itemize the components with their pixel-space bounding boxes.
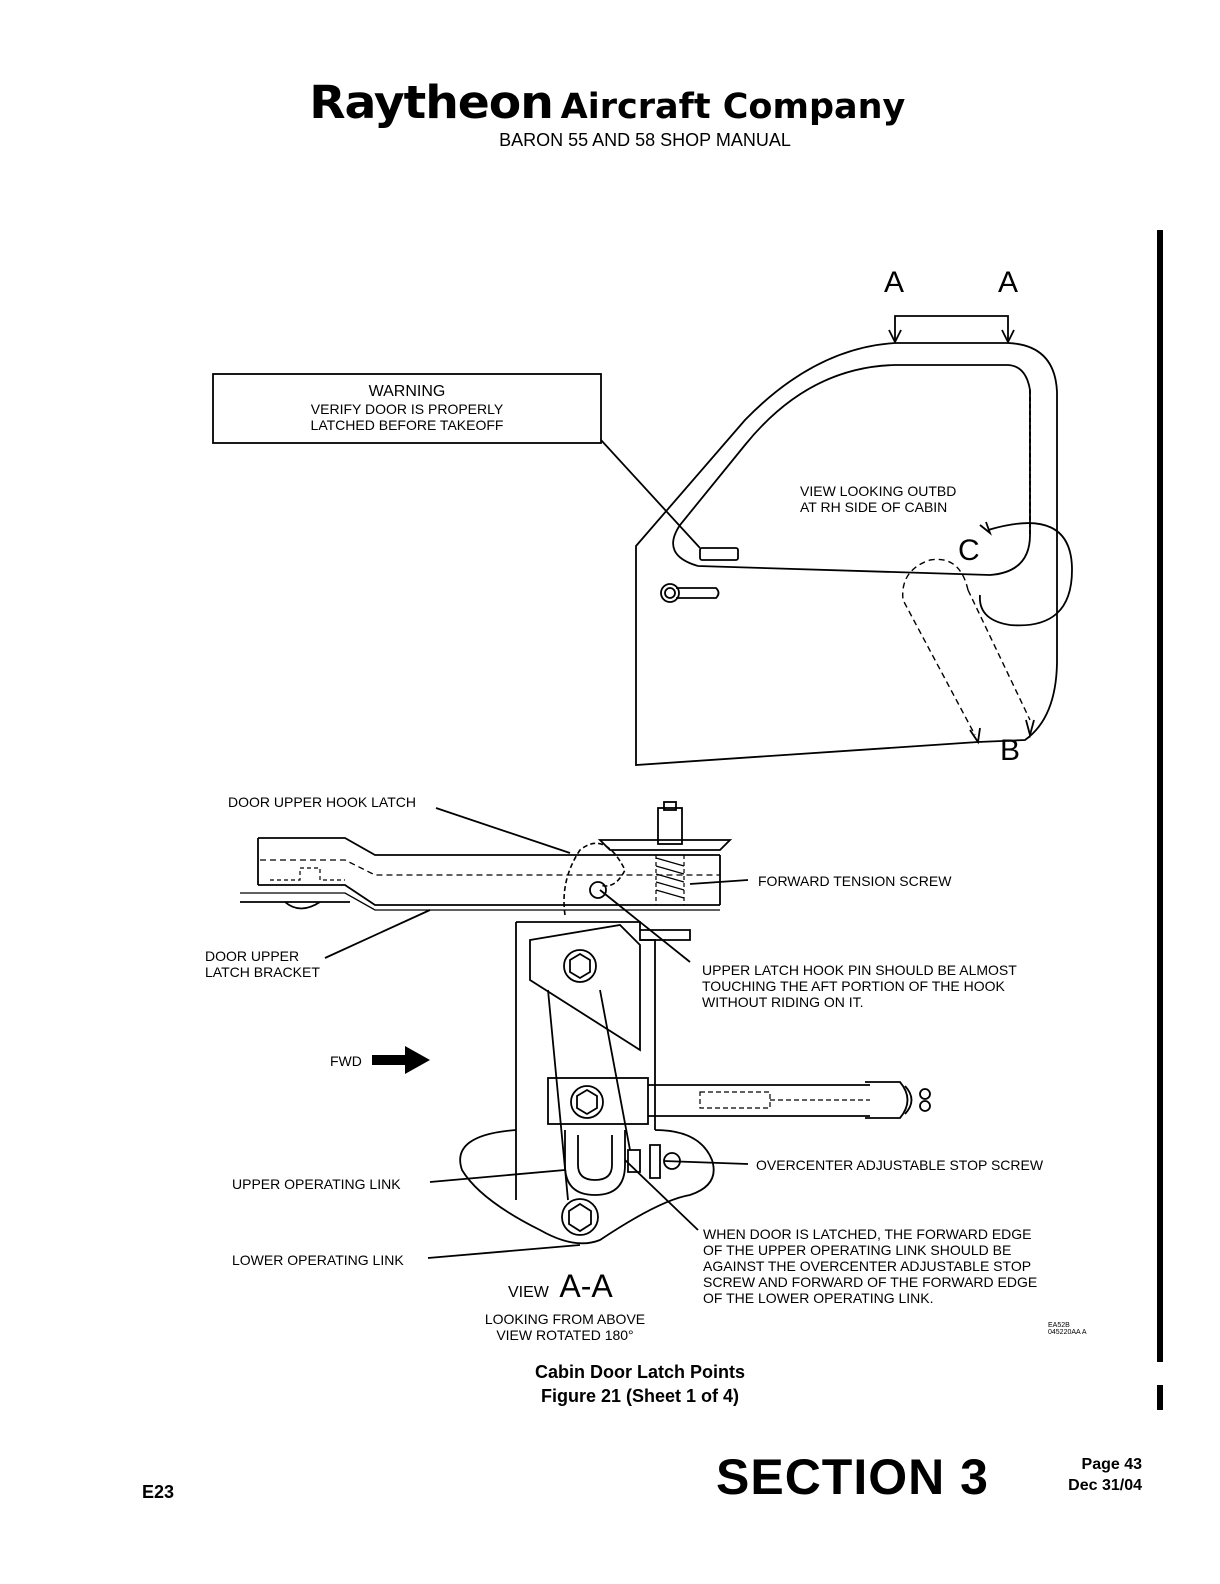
- revision-bar: [1157, 230, 1163, 1362]
- view-aa-line-1: LOOKING FROM ABOVE: [484, 1311, 646, 1327]
- label-forward-tension-screw: FORWARD TENSION SCREW: [758, 873, 952, 889]
- view-note: VIEW LOOKING OUTBD AT RH SIDE OF CABIN: [800, 483, 956, 515]
- marker-a-left: A: [884, 266, 905, 299]
- view-note-line-2: AT RH SIDE OF CABIN: [800, 499, 948, 515]
- door-outline: [635, 342, 1058, 766]
- warning-line-1: VERIFY DOOR IS PROPERLY: [310, 401, 504, 417]
- ref-code-1: EA52B: [1048, 1322, 1070, 1329]
- fwd-arrow: [372, 1046, 430, 1074]
- marker-c: C: [958, 534, 980, 567]
- figure-number: Figure 21 (Sheet 1 of 4): [540, 1386, 740, 1406]
- view-word: VIEW: [508, 1284, 549, 1301]
- page-number: Page 43: [1081, 1456, 1142, 1473]
- ref-codes: EA52B 045220AA A: [1048, 1322, 1087, 1336]
- label-latched-4: SCREW AND FORWARD OF THE FORWARD EDGE: [703, 1274, 1038, 1290]
- label-hook-pin-1: UPPER LATCH HOOK PIN SHOULD BE ALMOST: [702, 962, 1017, 978]
- revision-bar-short: [1157, 1385, 1163, 1410]
- ref-code-2: 045220AA A: [1048, 1329, 1087, 1336]
- warning-line-2: LATCHED BEFORE TAKEOFF: [310, 417, 504, 433]
- warning-text: WARNING VERIFY DOOR IS PROPERLY LATCHED …: [213, 383, 601, 433]
- company-name: Aircraft Company: [560, 87, 906, 127]
- label-fwd: FWD: [330, 1053, 362, 1069]
- label-upper-hook-latch: DOOR UPPER HOOK LATCH: [228, 794, 416, 810]
- figure-title: Cabin Door Latch Points: [534, 1362, 745, 1382]
- label-upper-operating-link: UPPER OPERATING LINK: [232, 1176, 401, 1192]
- raytheon-logo: Raytheon: [308, 76, 554, 129]
- label-upper-latch-bracket: DOOR UPPER LATCH BRACKET: [205, 948, 320, 980]
- marker-b: B: [1000, 734, 1021, 767]
- label-hook-pin: UPPER LATCH HOOK PIN SHOULD BE ALMOST TO…: [702, 962, 1017, 1010]
- view-aa-notes: LOOKING FROM ABOVE VIEW ROTATED 180°: [470, 1311, 660, 1343]
- section-label: SECTION 3: [716, 1449, 989, 1505]
- view-letters: A-A: [559, 1268, 613, 1304]
- marker-a-right: A: [998, 266, 1019, 299]
- view-aa-heading: VIEW A-A: [508, 1268, 613, 1305]
- label-stop-screw: OVERCENTER ADJUSTABLE STOP SCREW: [756, 1157, 1044, 1173]
- manual-title: BARON 55 AND 58 SHOP MANUAL: [499, 130, 791, 150]
- footer-code: E23: [142, 1482, 175, 1502]
- label-upper-latch-bracket-1: DOOR UPPER: [205, 948, 300, 964]
- page-date: Dec 31/04: [1068, 1477, 1142, 1494]
- warning-box: [212, 373, 602, 444]
- label-latched-2: OF THE UPPER OPERATING LINK SHOULD BE: [703, 1242, 1012, 1258]
- label-upper-latch-bracket-2: LATCH BRACKET: [205, 964, 320, 980]
- label-latched-1: WHEN DOOR IS LATCHED, THE FORWARD EDGE: [703, 1226, 1032, 1242]
- label-latched-note: WHEN DOOR IS LATCHED, THE FORWARD EDGE O…: [703, 1226, 1037, 1306]
- label-hook-pin-3: WITHOUT RIDING ON IT.: [702, 994, 864, 1010]
- warning-title: WARNING: [368, 383, 446, 400]
- view-note-line-1: VIEW LOOKING OUTBD: [800, 483, 957, 499]
- label-latched-3: AGAINST THE OVERCENTER ADJUSTABLE STOP: [703, 1258, 1032, 1274]
- label-latched-5: OF THE LOWER OPERATING LINK.: [703, 1290, 934, 1306]
- label-lower-operating-link: LOWER OPERATING LINK: [232, 1252, 404, 1268]
- label-hook-pin-2: TOUCHING THE AFT PORTION OF THE HOOK: [702, 978, 1005, 994]
- view-aa-line-2: VIEW ROTATED 180°: [496, 1327, 634, 1343]
